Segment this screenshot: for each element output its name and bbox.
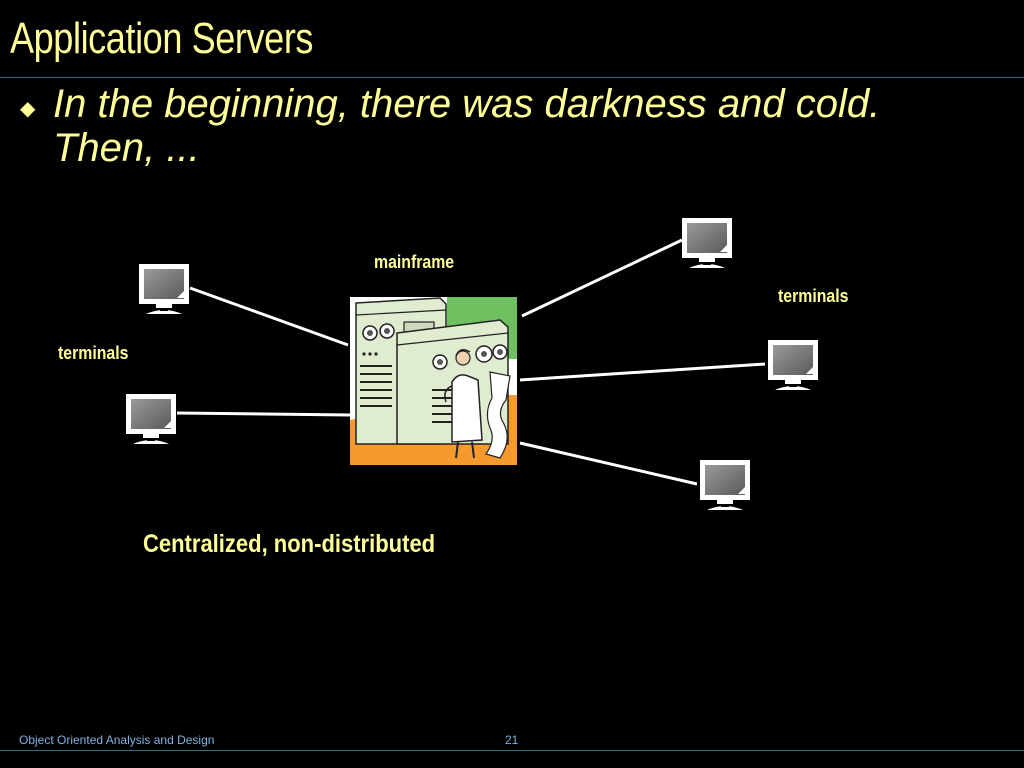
connection-line bbox=[189, 286, 349, 347]
terminals-label-left: terminals bbox=[58, 343, 129, 363]
terminal-icon bbox=[126, 394, 176, 444]
terminal-icon bbox=[139, 264, 189, 314]
terminals-label-right: terminals bbox=[778, 286, 849, 306]
mainframe-icon bbox=[350, 297, 517, 465]
connection-line bbox=[519, 441, 698, 486]
terminal-icon bbox=[682, 218, 732, 268]
terminal-icon bbox=[768, 340, 818, 390]
connection-lines bbox=[176, 238, 766, 486]
connection-line bbox=[519, 362, 766, 382]
connection-line bbox=[521, 238, 683, 318]
slide-title: Application Servers bbox=[10, 14, 314, 63]
connection-line bbox=[176, 411, 351, 417]
page-number: 21 bbox=[505, 733, 519, 747]
footer-divider bbox=[0, 750, 1024, 751]
terminal-icon bbox=[700, 460, 750, 510]
mainframe-label: mainframe bbox=[374, 252, 455, 272]
footer-course-title: Object Oriented Analysis and Design bbox=[19, 733, 215, 747]
diamond-bullet-icon: ◆ bbox=[20, 98, 36, 120]
diagram-caption: Centralized, non-distributed bbox=[143, 530, 436, 558]
bullet-text: In the beginning, there was darkness and… bbox=[53, 82, 881, 170]
title-divider bbox=[0, 77, 1024, 78]
